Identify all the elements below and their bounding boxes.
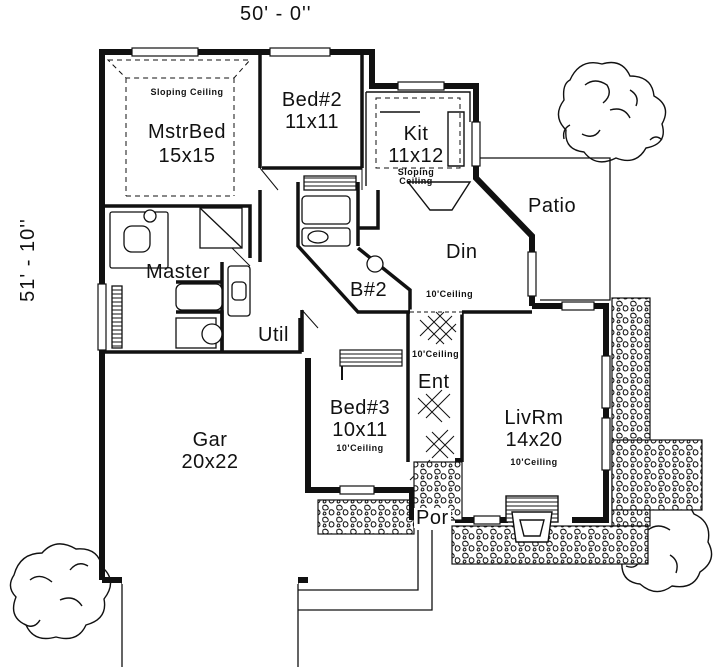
- kitchen-counters: [365, 91, 472, 211]
- windows: [97, 47, 611, 525]
- driveway: [121, 530, 433, 667]
- mstrbed-size: 15x15: [158, 145, 216, 167]
- attic-stair: [339, 349, 403, 367]
- bed3-ceiling-note: 10'Ceiling: [336, 443, 384, 453]
- patio-outline: [478, 157, 611, 301]
- shrub-bottom-left: [9, 543, 112, 640]
- bed3-size: 10x11: [332, 419, 388, 441]
- kit-ceiling-note: Sloping Ceiling: [397, 167, 435, 186]
- livrm-ceiling-note: 10'Ceiling: [510, 457, 558, 467]
- mstrbed-name: MstrBed: [148, 121, 226, 143]
- livrm-size: 14x20: [505, 429, 563, 451]
- bed3-name: Bed#3: [329, 397, 391, 419]
- porch-name: Por: [414, 507, 451, 529]
- sloping-ceiling-lines: [106, 59, 461, 197]
- stone-planter-front: [451, 525, 649, 565]
- din-ceiling-note: 10'Ceiling: [426, 289, 474, 299]
- overall-width-dimension: 50' - 0'': [240, 3, 312, 25]
- shrub-top-right: [557, 61, 667, 163]
- mstrbed-ceiling-note: Sloping Ceiling: [150, 87, 224, 97]
- bath2-name: B#2: [350, 279, 388, 301]
- garage-name: Gar: [192, 429, 228, 451]
- garage-size: 20x22: [181, 451, 239, 473]
- bed2-size: 11x11: [284, 111, 340, 133]
- overall-depth-dimension: 51' - 10'': [17, 218, 39, 302]
- stone-planter-porch: [317, 499, 415, 535]
- ent-name: Ent: [418, 371, 450, 393]
- fireplace: [505, 495, 559, 543]
- livrm-name: LivRm: [504, 407, 564, 429]
- entry-tile-marks: [417, 311, 457, 459]
- stone-planter-right-lower: [611, 439, 703, 511]
- din-name: Din: [446, 241, 478, 263]
- patio-name: Patio: [528, 195, 577, 217]
- bed2-name: Bed#2: [281, 89, 343, 111]
- kit-name: Kit: [403, 123, 429, 145]
- master-bath-name: Master: [146, 261, 211, 283]
- ent-ceiling-note: 10'Ceiling: [412, 349, 460, 359]
- kit-size: 11x12: [388, 145, 444, 167]
- util-name: Util: [258, 324, 289, 346]
- bath-fixtures: [109, 175, 384, 349]
- interior-walls: [102, 52, 532, 462]
